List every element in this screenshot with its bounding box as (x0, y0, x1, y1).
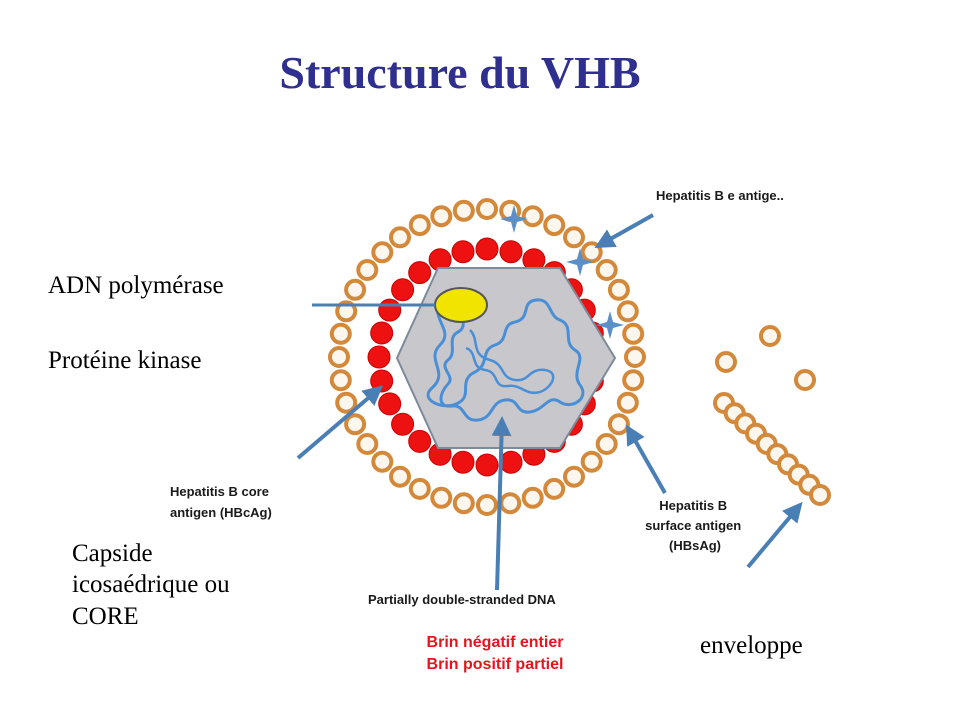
envelope-bead (616, 391, 639, 414)
envelope-bead (371, 241, 394, 264)
pointer-dna (491, 416, 512, 591)
capsid-bead (475, 453, 499, 477)
envelope-bead (476, 494, 498, 516)
envelope-bead (563, 465, 585, 488)
envelope-bead (499, 492, 522, 515)
capsid-bead (370, 321, 394, 345)
envelope-bead (356, 259, 379, 281)
envelope-bead (329, 322, 352, 345)
envelope-bead (452, 199, 475, 222)
dna-strand-inner (465, 329, 555, 395)
envelope-bead (616, 300, 639, 323)
envelope-bead (622, 369, 645, 392)
dna-label: Partially double-stranded DNA (368, 592, 556, 607)
filament-bead (809, 484, 831, 506)
envelope-bead (408, 477, 431, 500)
envelope-bead (430, 205, 453, 228)
envelope-bead (430, 486, 453, 509)
envelope-bead (335, 300, 358, 323)
page-title: Structure du VHB (279, 47, 641, 98)
capsid-bead (475, 237, 499, 261)
envelope-bead (543, 477, 566, 500)
envelope-bead (328, 346, 350, 368)
adn-polymerase-label: ADN polymérase (48, 272, 224, 299)
capside-label-line: Capside (72, 540, 153, 567)
capsid-bead (451, 450, 475, 474)
e-antigen-star (500, 205, 528, 233)
free-envelope-particle (715, 351, 737, 373)
capside-label: Capside icosaédrique ou CORE (72, 538, 230, 632)
envelope-bead (580, 450, 603, 473)
capsid-bead (367, 345, 391, 369)
envelope-bead (563, 226, 585, 249)
envelope-bead (595, 433, 618, 455)
capsid-bead (391, 278, 415, 302)
capsid-bead (408, 261, 432, 285)
envelope-bead (624, 346, 646, 368)
surface-antigen-label: Hepatitis B surface antigen (HBsAg) (645, 498, 745, 553)
envelope-bead (607, 278, 630, 301)
envelope-bead (356, 433, 379, 455)
pointer-core-antigen (296, 385, 384, 460)
pointer-free-particles (746, 501, 803, 569)
capsid-bead (451, 240, 475, 264)
envelope-bead (408, 214, 431, 237)
capsid-bead (499, 450, 523, 474)
envelope-bead (389, 226, 411, 249)
envelope-bead (389, 465, 411, 488)
envelope-bead (344, 413, 367, 436)
envelope-bead (521, 205, 544, 228)
free-hbsag-particles (713, 325, 831, 506)
capsid-bead (378, 298, 402, 322)
envelope-bead (476, 198, 498, 220)
envelope-bead (607, 413, 630, 436)
e-antigen-star (566, 248, 594, 276)
capsid-bead (370, 369, 394, 393)
enveloppe-label: enveloppe (700, 632, 803, 659)
envelope-bead (335, 391, 358, 414)
envelope-bead (452, 492, 475, 515)
brin-negatif-label: Brin négatif entier (426, 634, 564, 651)
e-antigen-label: Hepatitis B e antige.. (656, 188, 784, 203)
capsid-bead (499, 240, 523, 264)
capside-label-line: CORE (72, 602, 139, 630)
dna-strand (426, 290, 585, 422)
envelope-bead (521, 486, 544, 509)
envelope-bead (622, 322, 645, 345)
envelope-bead (595, 259, 618, 281)
core-antigen-label: Hepatitis B core antigen (HBcAg) (170, 484, 273, 520)
brin-positif-label: Brin positif partiel (426, 656, 564, 673)
free-envelope-particle (759, 325, 781, 347)
strand-description: Brin négatif entier Brin positif partiel (370, 632, 620, 676)
e-antigen-star (596, 311, 624, 339)
envelope-ring (328, 198, 646, 516)
free-envelope-particle (794, 369, 816, 391)
capsid-bead (408, 429, 432, 453)
proteine-kinase-label: Protéine kinase (48, 347, 202, 374)
envelope-bead (543, 214, 566, 237)
capsid-bead (391, 412, 415, 436)
capsid-bead (378, 392, 402, 416)
envelope-bead (329, 369, 352, 392)
envelope-bead (344, 278, 367, 301)
pointer-surface-antigen (626, 424, 667, 494)
envelope-bead (371, 450, 394, 473)
capside-label-line: icosaédrique ou (72, 571, 230, 599)
dna-polymerase-ellipse (434, 287, 488, 323)
pointer-e-antigen (594, 213, 654, 248)
